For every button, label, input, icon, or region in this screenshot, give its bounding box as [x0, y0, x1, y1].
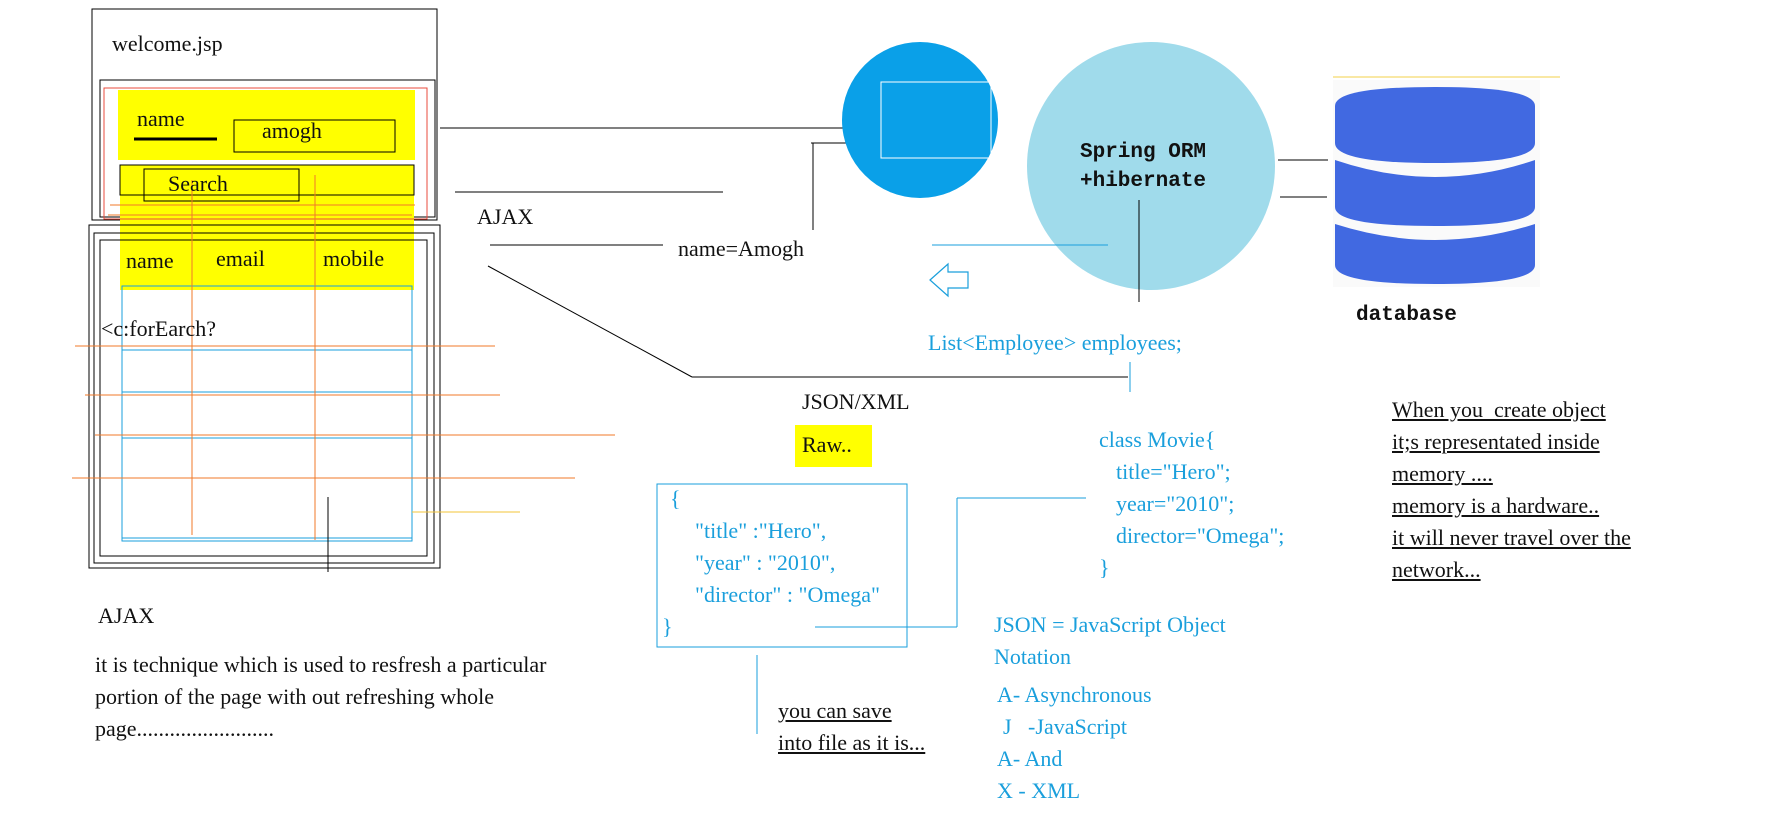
server-line1: Spring ORM: [1080, 141, 1207, 164]
table-header-mobile: mobile: [323, 246, 385, 271]
class-movie-line3: year="2010";: [1116, 491, 1235, 516]
name-input[interactable]: amogh: [262, 118, 322, 143]
class-movie-line4: director="Omega";: [1116, 523, 1285, 548]
memory-note-line5: it will never travel over the: [1392, 525, 1631, 550]
list-label: List<Employee> employees;: [928, 330, 1182, 355]
table-header-name: name: [126, 248, 174, 273]
memory-note-line6: network...: [1392, 557, 1481, 582]
save-note-line1: you can save: [778, 698, 892, 723]
ajax-def-line4: X - XML: [997, 778, 1081, 803]
search-button[interactable]: Search: [168, 171, 228, 196]
memory-note-line3: memory ....: [1392, 461, 1493, 486]
json-line2: "year" : "2010",: [695, 550, 836, 575]
ajax-desc-line2: portion of the page with out refreshing …: [95, 684, 494, 709]
memory-note-line4: memory is a hardware..: [1392, 493, 1600, 518]
raw-label: Raw..: [802, 432, 852, 457]
json-line1: "title" :"Hero",: [695, 518, 827, 543]
json-def-line2: Notation: [994, 644, 1071, 669]
json-xml-label: JSON/XML: [802, 389, 910, 414]
foreach-label: <c:forEarch?: [101, 316, 216, 341]
class-movie-line1: class Movie{: [1099, 427, 1216, 452]
request-param: name=Amogh: [678, 236, 805, 261]
ajax-desc-line1: it is technique which is used to resfres…: [95, 652, 547, 677]
ajax-def-line1: A- Asynchronous: [997, 682, 1152, 707]
table-header-email: email: [216, 246, 265, 271]
database-label: database: [1356, 304, 1457, 327]
save-note-line2: into file as it is...: [778, 730, 926, 755]
ajax-def-line2: J -JavaScript: [1003, 714, 1128, 739]
server-line2: +hibernate: [1080, 170, 1207, 193]
ajax-label: AJAX: [477, 204, 534, 229]
class-movie-line5: }: [1099, 555, 1110, 580]
ajax-def-line3: A- And: [997, 746, 1063, 771]
ajax-desc-title: AJAX: [98, 603, 155, 628]
jsp-filename: welcome.jsp: [112, 31, 223, 56]
json-close: }: [662, 614, 673, 639]
memory-note-line1: When you create object: [1392, 397, 1606, 422]
memory-note-line2: it;s representated inside: [1392, 429, 1600, 454]
json-def-line1: JSON = JavaScript Object: [994, 612, 1226, 637]
ajax-desc-line3: page.........................: [95, 716, 275, 741]
class-movie-line2: title="Hero";: [1116, 459, 1231, 484]
name-label: name: [137, 106, 185, 131]
json-open: {: [670, 486, 681, 511]
json-line3: "director" : "Omega": [695, 582, 880, 607]
